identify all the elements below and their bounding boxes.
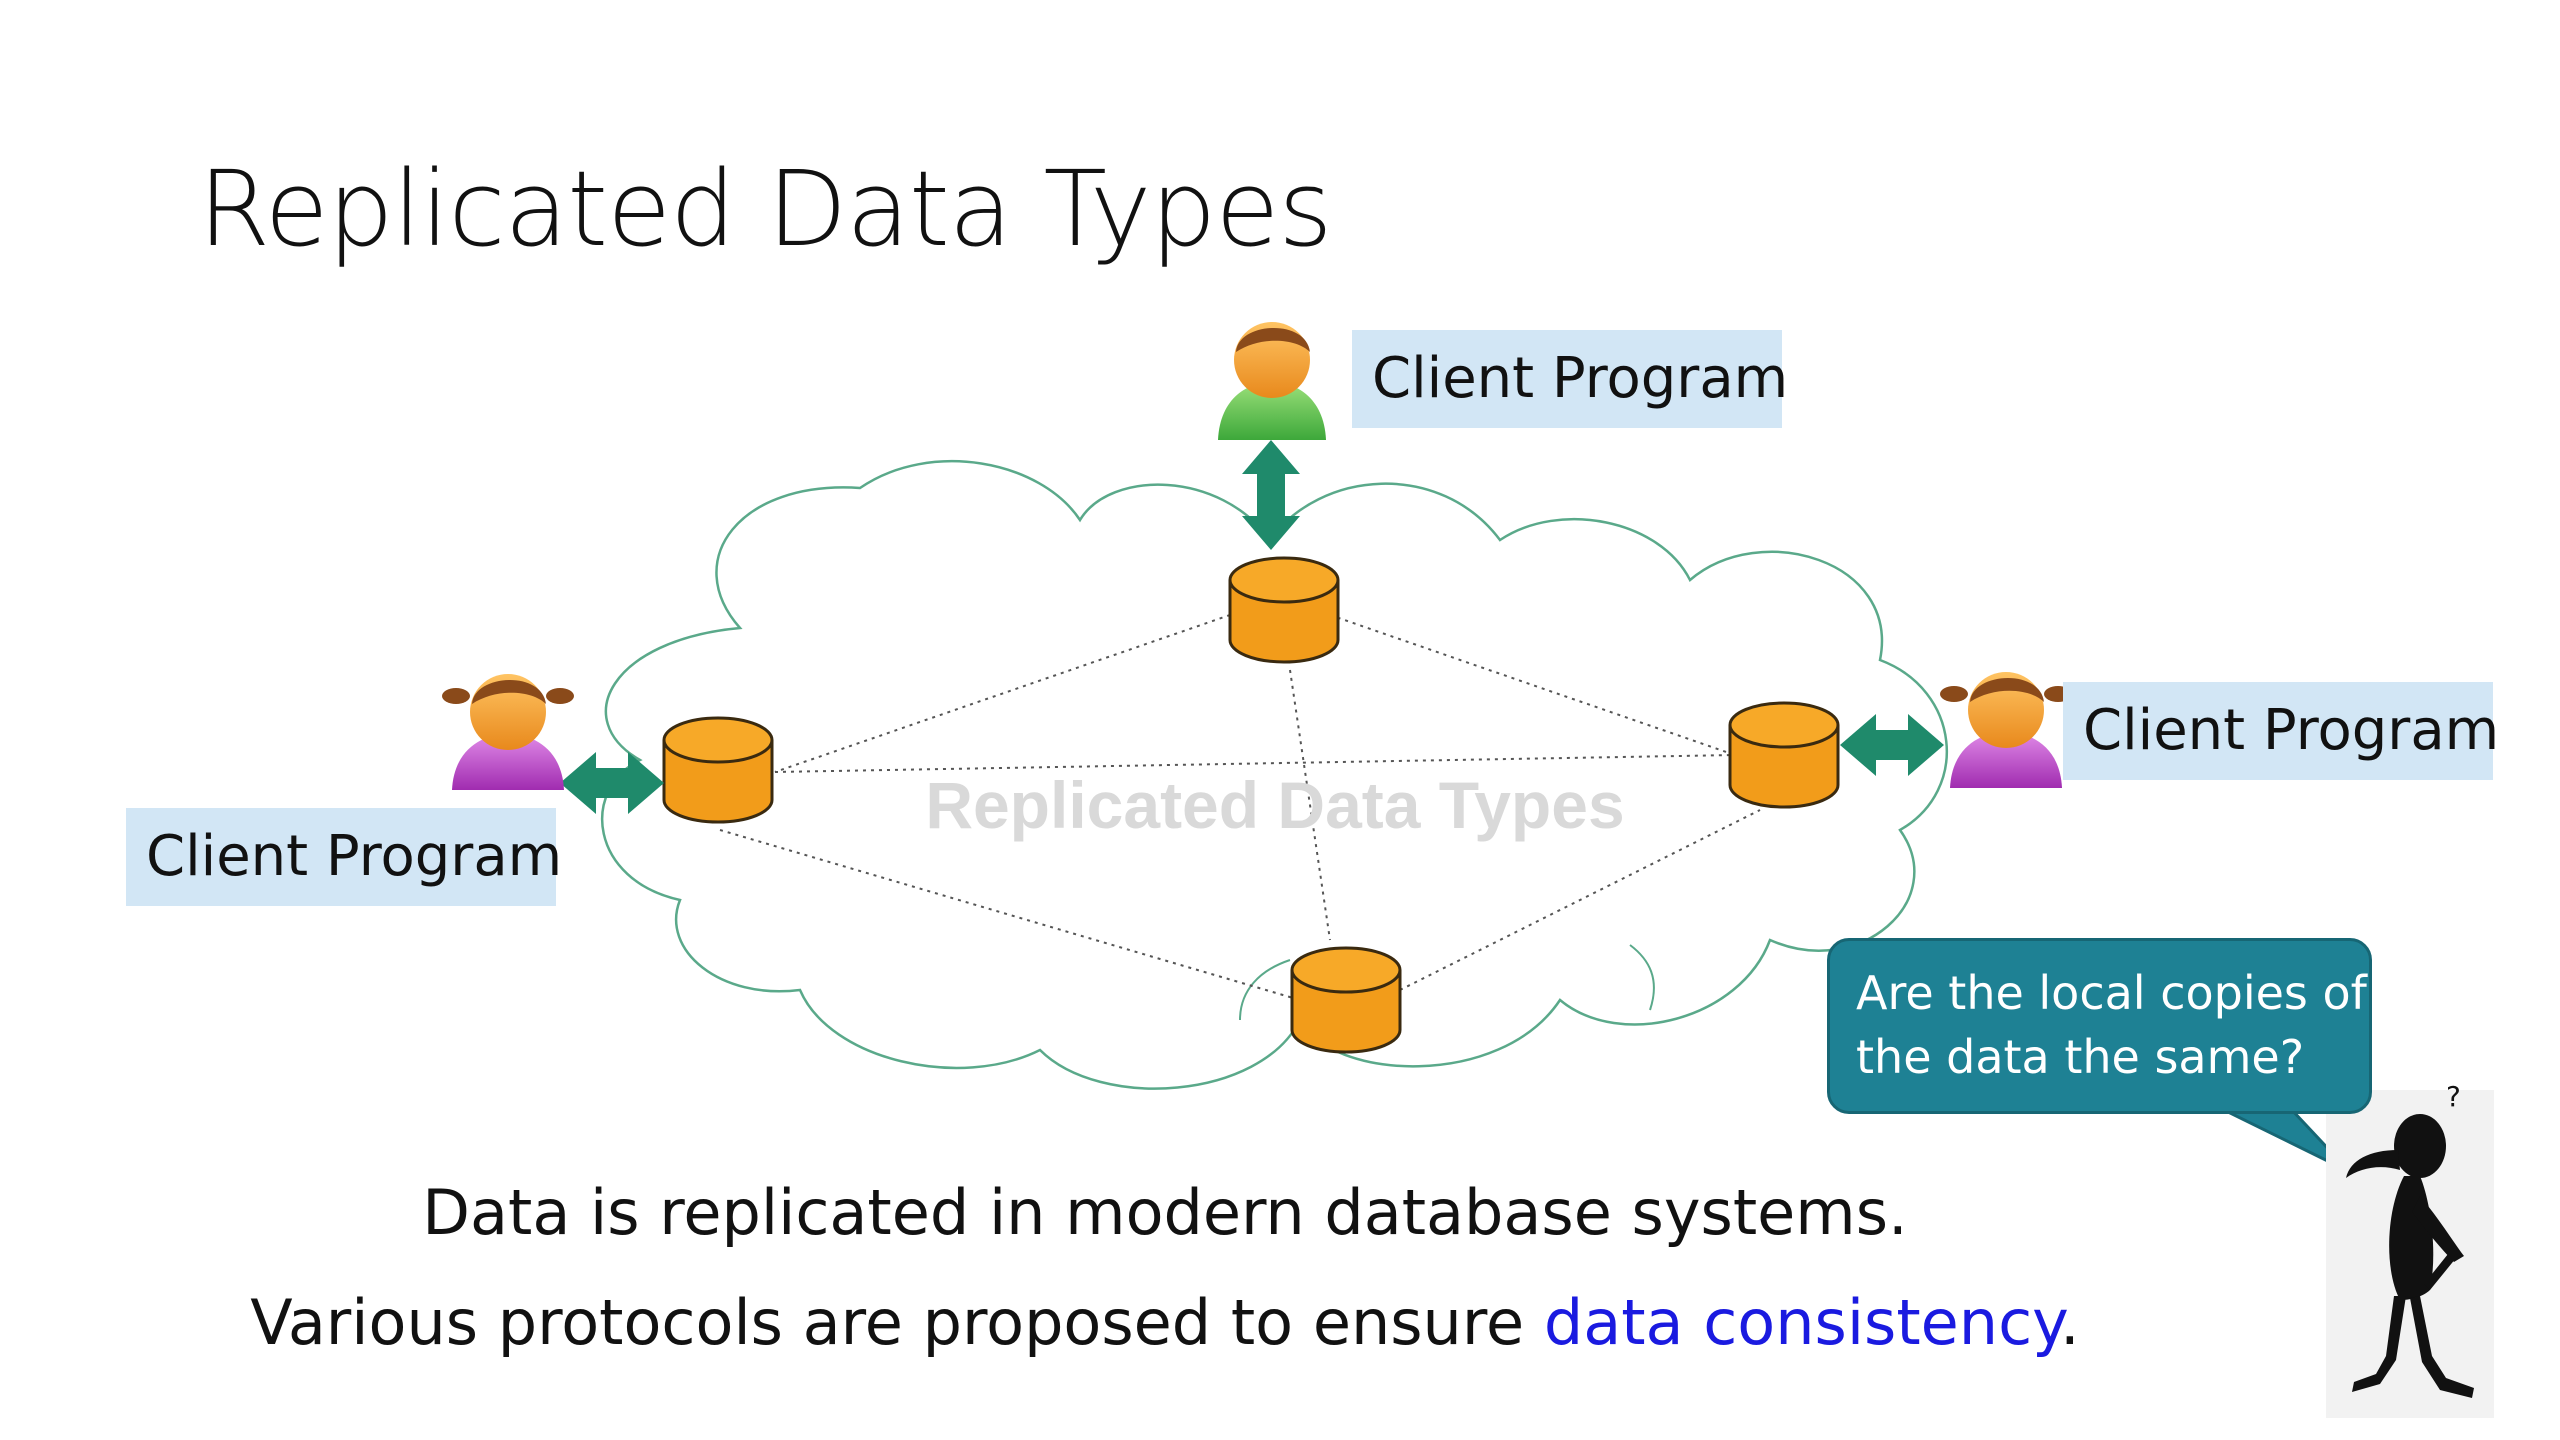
cloud-shape [601, 460, 1948, 1090]
client-avatar-right [1940, 672, 2072, 788]
thinker-figure-icon: ? [2326, 1080, 2494, 1418]
replication-links [719, 614, 1761, 1001]
client-avatar-left [442, 674, 574, 790]
slide-title: Replicated Data Types [198, 148, 1333, 270]
client-label-left: Client Program [126, 808, 562, 906]
database-node-top [1228, 556, 1340, 664]
caption-line-2: Various protocols are proposed to ensure… [0, 1286, 2330, 1359]
caption-highlight: data consistency [1543, 1286, 2061, 1359]
arrow-top [1242, 440, 1300, 550]
caption-line-2-suffix: . [2060, 1286, 2080, 1359]
caption-line-1: Data is replicated in modern database sy… [422, 1176, 1908, 1249]
thinker-question-marks: ? [2446, 1080, 2461, 1113]
database-node-left [662, 716, 774, 824]
arrow-left [560, 752, 664, 814]
cloud-label: Replicated Data Types [925, 768, 1624, 842]
database-node-bottom [1290, 946, 1402, 1054]
speech-bubble: Are the local copies of the data the sam… [1827, 938, 2372, 1114]
database-node-right [1728, 701, 1840, 809]
client-label-top: Client Program [1352, 330, 1788, 428]
speech-bubble-line-1: Are the local copies of [1856, 966, 2367, 1020]
speech-bubble-line-2: the data the same? [1856, 1030, 2305, 1084]
arrow-right [1840, 714, 1944, 776]
client-label-right: Client Program [2063, 682, 2499, 780]
client-avatar-top [1218, 322, 1326, 440]
caption-line-2-prefix: Various protocols are proposed to ensure [250, 1286, 1544, 1359]
